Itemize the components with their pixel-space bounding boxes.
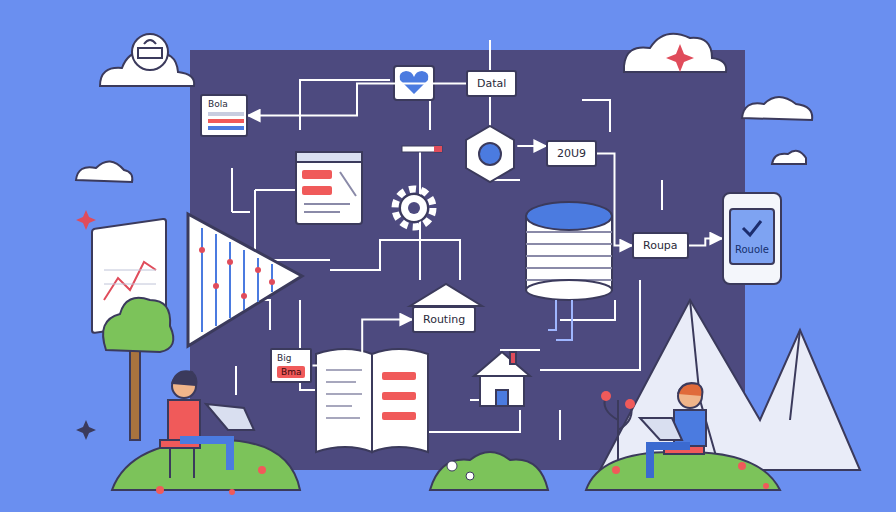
- small-card: BigBma: [270, 348, 312, 383]
- routing-house: [410, 284, 482, 306]
- node-label: 20U9: [557, 147, 586, 160]
- flow-arrow: [517, 145, 546, 147]
- node-label: Roupa: [643, 239, 678, 252]
- gear: [395, 189, 433, 227]
- pencil: [402, 146, 442, 152]
- person-right: [640, 383, 706, 478]
- funnel: [188, 214, 302, 346]
- node-label: Routing: [423, 313, 465, 326]
- phone-device: Rouole: [722, 192, 782, 285]
- label-box: Roupa: [632, 232, 689, 259]
- check-icon: [740, 218, 764, 238]
- clouds: [76, 34, 812, 182]
- document-card: Bola: [200, 94, 248, 137]
- small-house: [474, 352, 530, 406]
- node-label: Rouole: [735, 244, 769, 255]
- browser-window: [296, 152, 362, 224]
- flow-arrow: [597, 154, 632, 246]
- hexagon: [466, 126, 514, 182]
- node-label: Datal: [477, 77, 506, 90]
- ground: [112, 440, 780, 490]
- flowers: [156, 391, 769, 495]
- flow-arrow: [313, 320, 413, 366]
- phone-screen: Rouole: [729, 208, 775, 265]
- flow-arrow: [689, 239, 722, 246]
- node-label: Bola: [208, 99, 240, 109]
- routing-box: Routing: [412, 306, 476, 333]
- mountains: [600, 300, 860, 470]
- open-book: [316, 349, 428, 452]
- doc-lines: [208, 110, 248, 132]
- flow-lines: [232, 40, 662, 440]
- database: [526, 202, 612, 340]
- label-box: Datal: [466, 70, 517, 97]
- label-box: 20U9: [546, 140, 597, 167]
- flow-arrow: [248, 84, 466, 116]
- person-left: [160, 371, 254, 478]
- tree: [103, 298, 173, 440]
- node-tag: Bma: [277, 366, 305, 378]
- node-label: Big: [277, 353, 305, 363]
